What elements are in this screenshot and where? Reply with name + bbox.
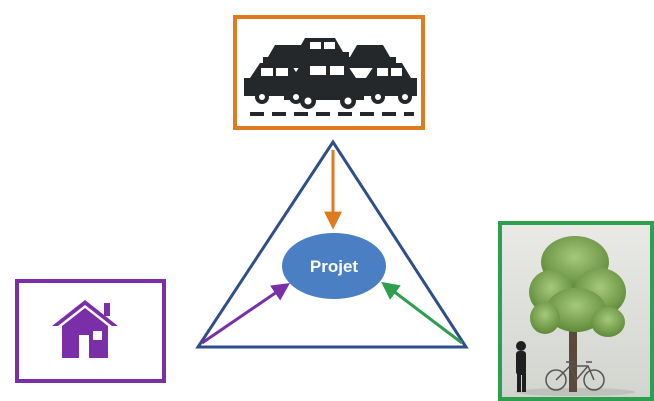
traffic-jam-cars-icon <box>244 38 417 116</box>
triangle-outline <box>195 139 469 349</box>
house-door <box>79 335 89 358</box>
arrow-housing-to-project <box>201 282 290 345</box>
house-window <box>93 331 102 340</box>
tree-with-person-and-bicycle-image <box>515 236 635 396</box>
house-icon <box>52 300 118 358</box>
traffic-box <box>233 15 425 130</box>
project-label: Projet <box>310 257 359 276</box>
arrow-nature-to-project <box>381 281 463 345</box>
project-node: Projet <box>282 233 386 299</box>
housing-box <box>15 279 166 383</box>
nature-box <box>498 221 654 401</box>
